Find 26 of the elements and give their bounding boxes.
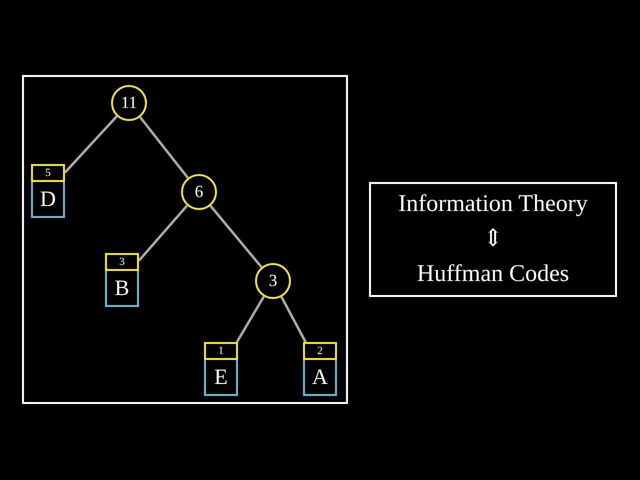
frequency-count: 1 (204, 342, 238, 360)
symbol-letter: E (204, 360, 238, 396)
tree-edge (236, 296, 265, 343)
title-text: Huffman Codes (416, 260, 570, 289)
tree-edge (138, 204, 188, 262)
title-text: Information Theory (398, 190, 588, 219)
leaf-node (204, 342, 238, 396)
symbol-letter: A (303, 360, 337, 396)
leaf-node (31, 164, 65, 218)
tree-edge (139, 116, 189, 179)
frequency-count: 3 (105, 253, 139, 271)
tree-edge (210, 205, 262, 268)
frequency-count: 5 (31, 164, 65, 182)
title-box (369, 182, 617, 297)
symbol-letter: B (105, 271, 139, 307)
leaf-node (105, 253, 139, 307)
tree-panel (22, 75, 348, 404)
leaf-node (303, 342, 337, 396)
double-arrow-symbol: ⇕ (482, 225, 504, 254)
tree-edge (64, 115, 118, 174)
tree-node-circle: 6 (181, 174, 217, 210)
tree-node-circle: 3 (255, 263, 291, 299)
frequency-count: 2 (303, 342, 337, 360)
tree-edge (280, 296, 307, 343)
symbol-letter: D (31, 182, 65, 218)
tree-node-circle: 11 (111, 85, 147, 121)
